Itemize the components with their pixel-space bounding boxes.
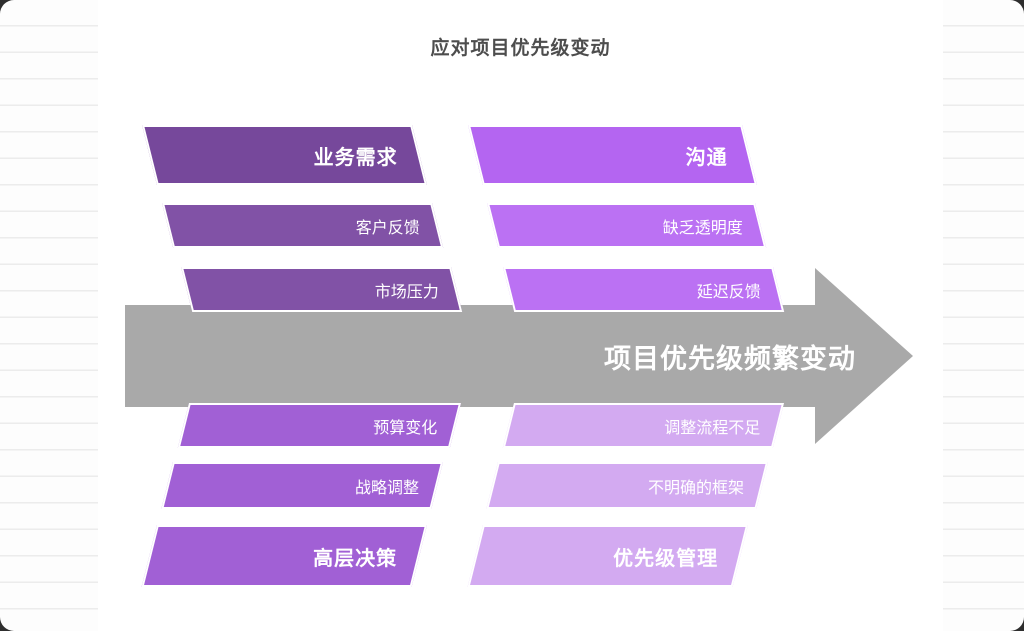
cause-bar-label: 业务需求 — [313, 146, 398, 169]
cause-bar-communication: 沟通 — [468, 125, 757, 185]
cause-bar-label: 市场压力 — [374, 283, 439, 301]
page-title: 应对项目优先级变动 — [430, 38, 611, 59]
cause-bar-label: 战略调整 — [355, 479, 420, 497]
cause-bar-label: 缺乏透明度 — [662, 219, 743, 237]
cause-bar-priority-management: 优先级管理 — [467, 525, 748, 587]
cause-bar-label: 优先级管理 — [613, 547, 719, 570]
cause-bar-executive-decisions: 高层决策 — [141, 525, 427, 587]
cause-bar-label: 调整流程不足 — [664, 419, 761, 437]
cause-bar-delayed-feedback: 延迟反馈 — [503, 267, 785, 312]
cause-bar-label: 沟通 — [685, 146, 728, 169]
cause-bar-insufficient-adjustment-process: 调整流程不足 — [502, 403, 784, 448]
cause-bar-label: 延迟反馈 — [696, 283, 761, 301]
cause-bar-label: 预算变化 — [373, 419, 438, 437]
cause-bar-strategy-adjustment: 战略调整 — [161, 462, 443, 509]
cause-bar-customer-feedback: 客户反馈 — [162, 203, 444, 248]
cause-bar-label: 不明确的框架 — [648, 479, 745, 497]
cause-bar-market-pressure: 市场压力 — [181, 267, 463, 312]
cause-bar-label: 客户反馈 — [355, 219, 420, 237]
spine-arrow-label: 项目优先级频繁变动 — [604, 343, 856, 374]
cause-bar-budget-changes: 预算变化 — [177, 403, 461, 448]
cause-bar-label: 高层决策 — [313, 547, 398, 570]
cause-bar-unclear-framework: 不明确的框架 — [486, 462, 768, 509]
cause-bar-lack-of-transparency: 缺乏透明度 — [487, 203, 767, 248]
cause-bar-business-needs: 业务需求 — [142, 125, 427, 185]
right-arrow-icon — [125, 268, 913, 444]
